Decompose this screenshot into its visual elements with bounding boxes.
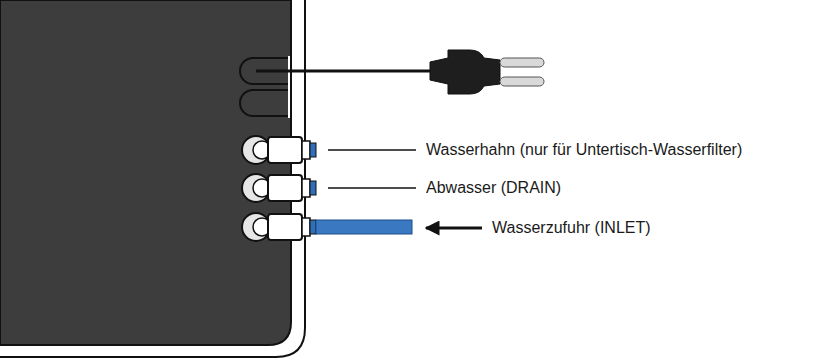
leader-line (328, 187, 416, 189)
inlet-fitting (242, 213, 316, 241)
leader-line (328, 149, 416, 151)
fitting-label: Wasserzufuhr (INLET) (490, 218, 653, 238)
housing-outline (0, 0, 305, 357)
power-cord (256, 70, 440, 73)
power-plug (430, 50, 500, 94)
drain-fitting (242, 174, 316, 202)
plug-pin (500, 77, 544, 86)
housing-edge (304, 56, 306, 118)
tap-fitting (242, 136, 316, 164)
fitting-label: Abwasser (DRAIN) (424, 178, 563, 198)
device-panel (0, 0, 291, 345)
plug-pin (500, 58, 544, 67)
inlet-tube (316, 220, 412, 234)
panel-edge (290, 56, 292, 118)
housing-gap (288, 56, 304, 118)
fitting-label: Wasserhahn (nur für Untertisch-Wasserfil… (424, 140, 744, 160)
inflow-arrow (426, 227, 482, 230)
